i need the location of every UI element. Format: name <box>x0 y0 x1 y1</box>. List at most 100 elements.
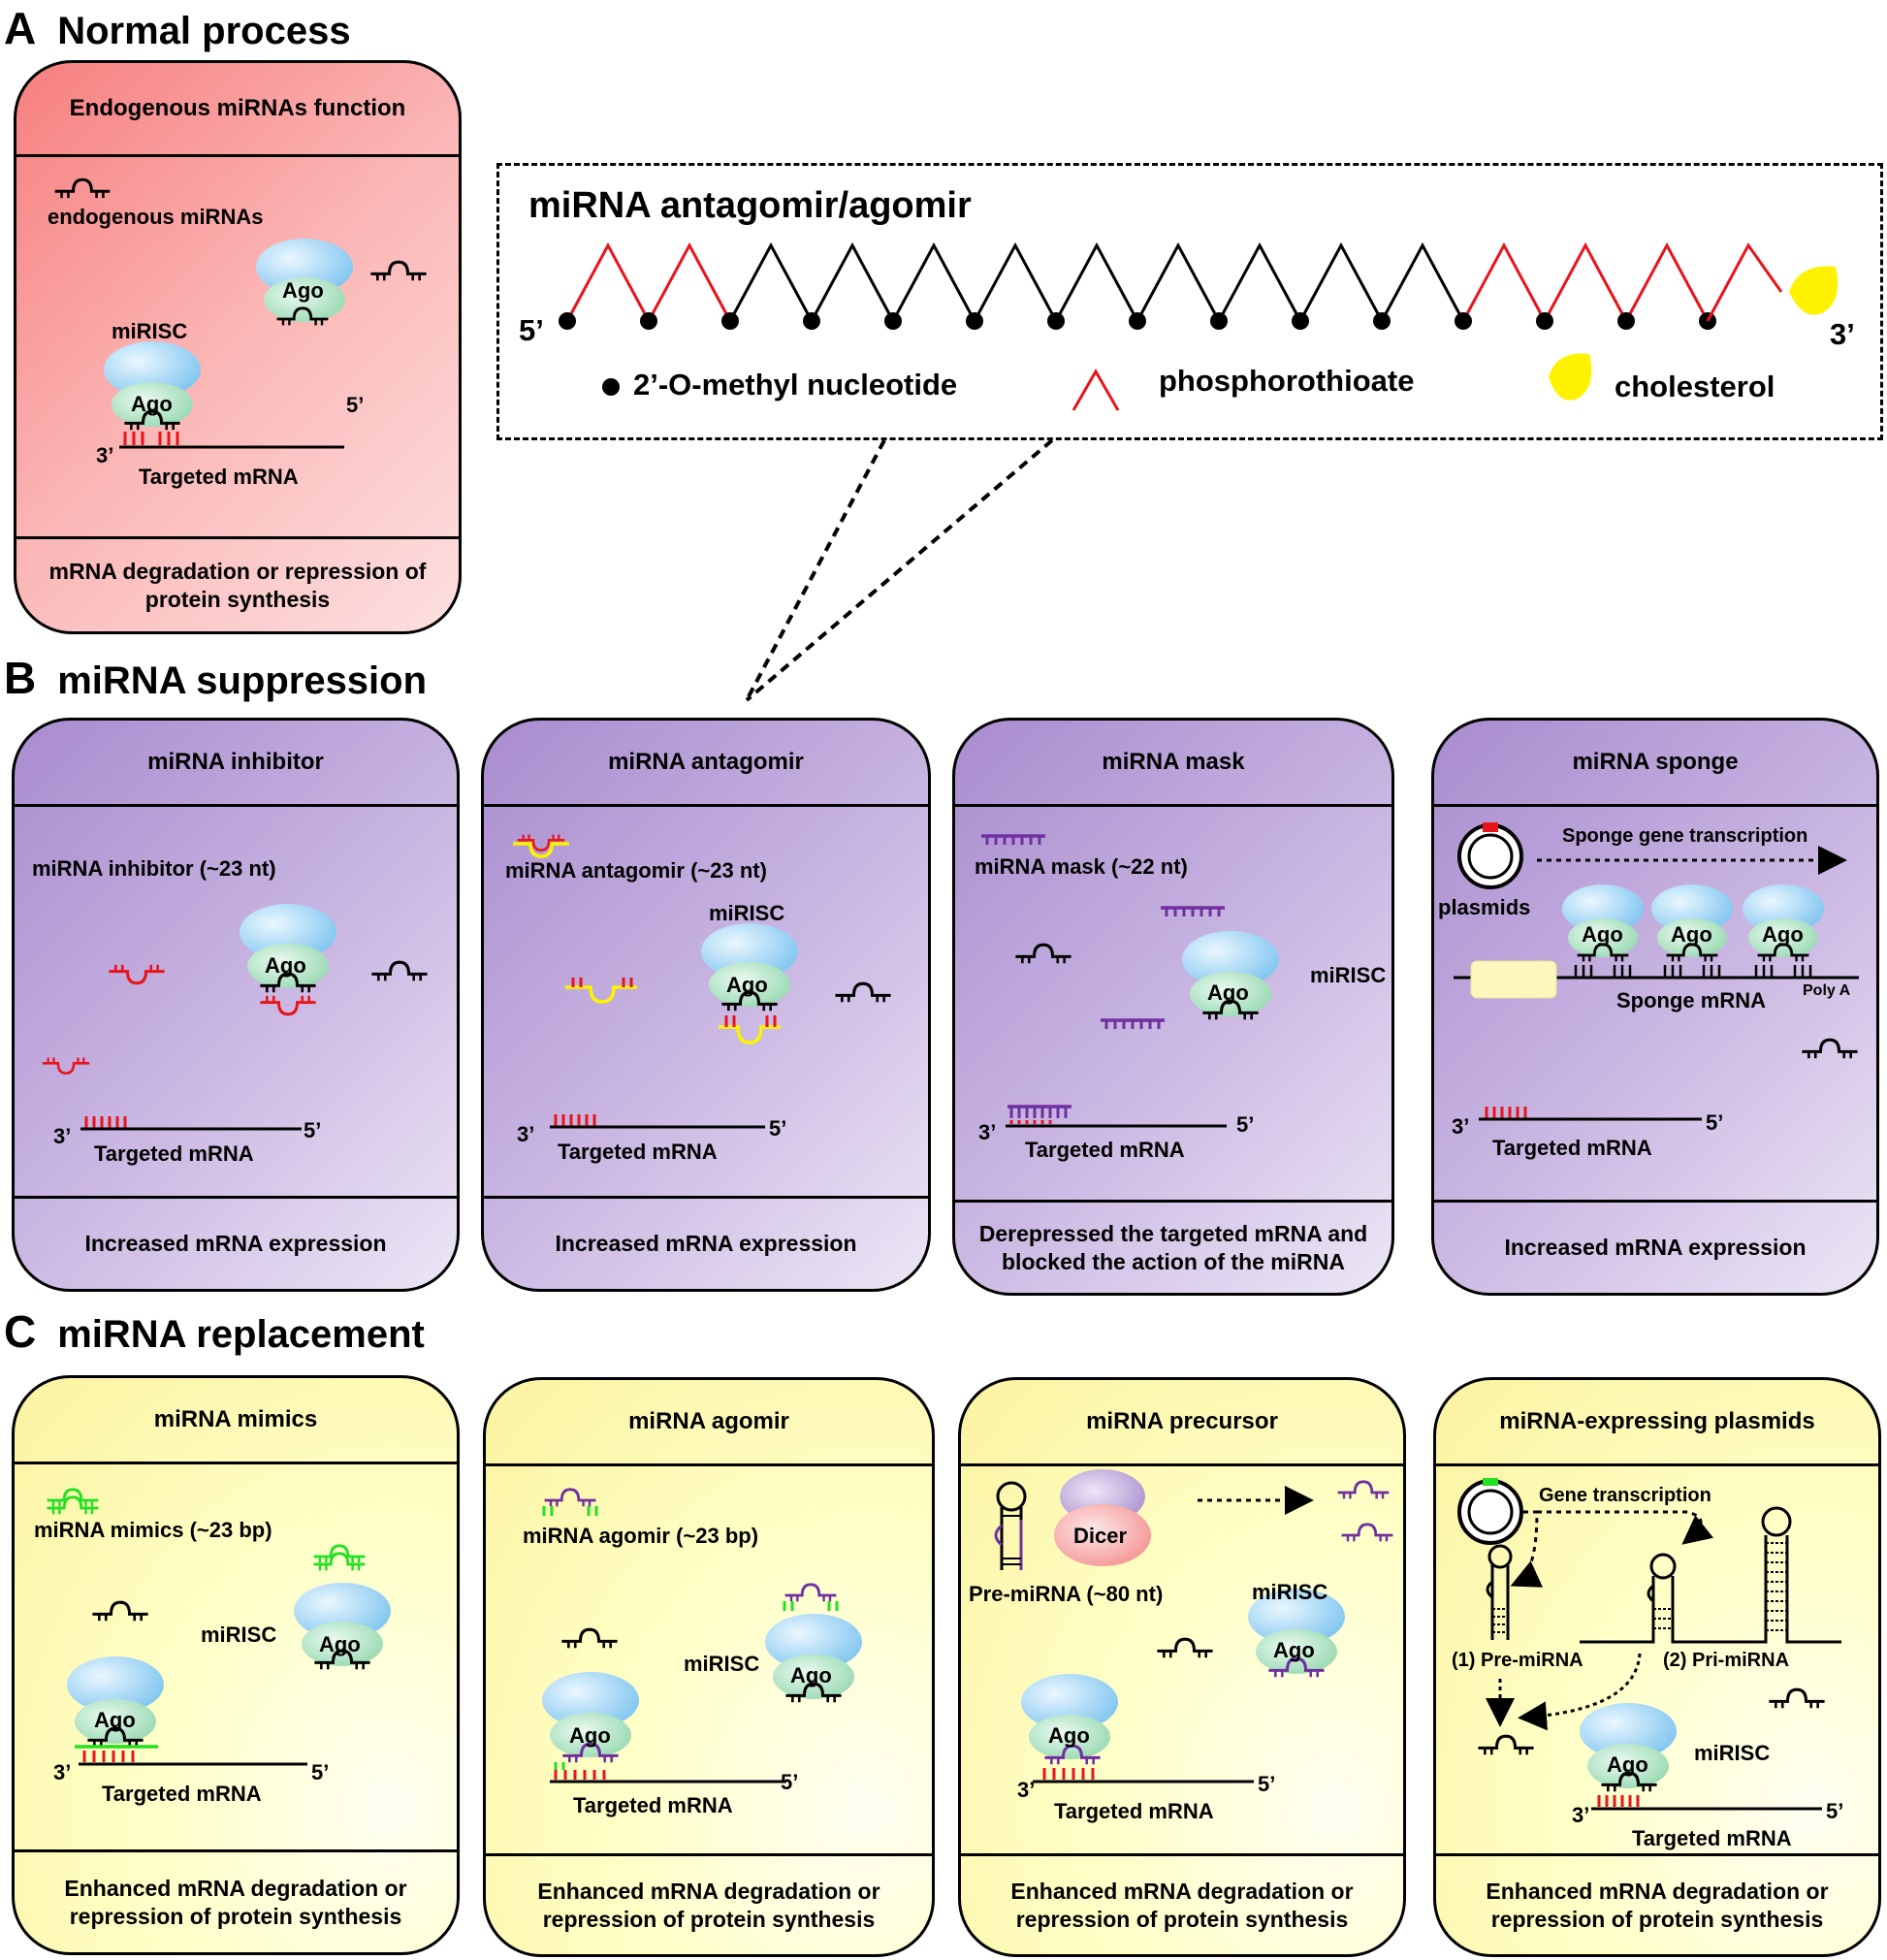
panel-outcome: Increased mRNA expression <box>15 1196 457 1289</box>
agomir-size-label: miRNA agomir (~23 bp) <box>523 1524 759 1548</box>
mimics-size-label: miRNA mimics (~23 bp) <box>34 1518 272 1542</box>
three-prime-label: 3’ <box>1452 1114 1470 1139</box>
ago-label: Ago <box>1582 922 1623 947</box>
mirna-mimics-panel: miRNA mimics miRNA mimics (~23 bp) miRIS… <box>12 1375 460 1955</box>
mirna-expressing-plasmids-panel: miRNA-expressing plasmids <box>1433 1377 1881 1957</box>
ago-complex <box>1562 884 1644 977</box>
panel-outcome: Enhanced mRNA degradation or repression … <box>1436 1853 1878 1954</box>
legend-dot-icon <box>602 378 620 396</box>
legend-cholesterol-label: cholesterol <box>1615 370 1775 403</box>
inhibitor-oligo-icon <box>107 962 167 985</box>
section-letter: B <box>4 653 37 703</box>
five-prime-label: 5’ <box>769 1116 787 1141</box>
methyl-nucleotide-dot <box>884 312 902 330</box>
five-prime-label: 5’ <box>1706 1110 1724 1135</box>
free-mirna-icon <box>368 260 429 282</box>
methyl-nucleotide-dot <box>640 312 657 330</box>
mirisc-label: miRISC <box>684 1652 760 1676</box>
targeted-mrna-label: Targeted mRNA <box>139 465 299 489</box>
antagomir-oligo-icon <box>565 978 637 1004</box>
phosphate-linkage <box>973 241 1058 322</box>
transcription-arrow <box>1537 1510 1714 1545</box>
mirisc-label: miRISC <box>112 319 188 343</box>
mirisc-label: miRISC <box>709 901 785 925</box>
three-prime-label: 3’ <box>1572 1803 1590 1827</box>
phosphate-linkage <box>647 241 732 322</box>
poly-a-label: Poly A <box>1803 982 1851 999</box>
ago-label: Ago <box>569 1723 611 1748</box>
three-prime-label: 3’ <box>978 1120 997 1144</box>
mirisc-complex <box>104 341 201 445</box>
targeted-mrna-label: Targeted mRNA <box>1632 1826 1792 1850</box>
panel-title: miRNA agomir <box>486 1380 932 1466</box>
mature-mirna-icon <box>1339 1523 1395 1544</box>
sponge-mrna-label: Sponge mRNA <box>1616 988 1766 1012</box>
mirisc-complex <box>701 923 798 1044</box>
targeted-mrna-label: Targeted mRNA <box>1025 1138 1185 1162</box>
ago-label: Ago <box>265 953 306 978</box>
phosphate-linkage <box>891 241 976 322</box>
section-letter: A <box>4 3 37 53</box>
plasmid-icon <box>1457 822 1523 889</box>
transcription-arrow <box>1510 1510 1544 1588</box>
ago-label: Ago <box>726 973 768 997</box>
five-prime-label: 5’ <box>519 313 544 347</box>
phosphate-linkage <box>565 241 651 322</box>
five-prime-label: 5’ <box>781 1770 799 1794</box>
three-prime-label: 3’ <box>1830 317 1855 351</box>
mirisc-complex <box>1182 931 1279 1021</box>
methyl-nucleotide-dot <box>1047 312 1065 330</box>
panel-outcome: Increased mRNA expression <box>1434 1200 1876 1293</box>
five-prime-label: 5’ <box>311 1760 330 1784</box>
phosphate-linkage <box>1543 241 1628 322</box>
endogenous-mirna-icon <box>53 177 112 200</box>
methyl-nucleotide-dot <box>1617 312 1635 330</box>
transcription-label: Gene transcription <box>1539 1485 1711 1506</box>
panel-outcome: Increased mRNA expression <box>484 1196 928 1289</box>
mirna-agomir-panel: miRNA agomir miRNA agomir (~23 bp) miRIS… <box>483 1377 935 1957</box>
panel-outcome: Derepressed the targeted mRNA and blocke… <box>955 1200 1391 1293</box>
antagomir-size-label: miRNA antagomir (~23 nt) <box>505 858 767 883</box>
phosphate-linkage <box>1461 241 1547 322</box>
mirna-antagomir-panel: miRNA antagomir miRNA antagomir (~23 nt)… <box>481 718 931 1292</box>
precursor-illustration <box>994 1469 1395 1783</box>
phosphate-linkage <box>1054 241 1139 322</box>
methyl-nucleotide-dot <box>966 312 983 330</box>
endogenous-mirnas-label: endogenous miRNAs <box>48 205 264 229</box>
plasmids-illustration <box>1457 1478 1841 1811</box>
ago-label: Ago <box>1048 1723 1090 1748</box>
phosphate-linkage <box>1298 241 1384 322</box>
free-mirna-icon <box>369 960 430 983</box>
legend-chevron-icon <box>1071 368 1120 411</box>
ago-label: Ago <box>1207 980 1249 1005</box>
ago-complex <box>256 239 353 327</box>
plasmids-label: plasmids <box>1438 895 1531 919</box>
phosphate-linkage <box>1706 242 1783 322</box>
five-prime-label: 5’ <box>1258 1772 1276 1796</box>
ago-complex <box>1743 884 1824 977</box>
processing-arrow <box>1518 1653 1642 1731</box>
section-title: miRNA replacement <box>57 1313 425 1356</box>
phosphate-linkage <box>1135 241 1221 322</box>
ago-complex <box>1651 884 1733 977</box>
mask-size-label: miRNA mask (~22 nt) <box>975 854 1188 879</box>
three-prime-label: 3’ <box>1017 1778 1036 1802</box>
cholesterol-icon <box>1789 266 1839 315</box>
plasmid-icon <box>1457 1478 1523 1545</box>
mirisc-complex <box>1248 1589 1345 1679</box>
targeted-mrna-label: Targeted mRNA <box>94 1141 254 1166</box>
targeted-mrna-label: Targeted mRNA <box>1492 1136 1652 1160</box>
section-letter: C <box>4 1306 37 1357</box>
three-prime-label: 3’ <box>53 1124 72 1148</box>
callout-title: miRNA antagomir/agomir <box>528 185 972 226</box>
pre-mirna-hairpin-icon <box>994 1481 1027 1570</box>
targeted-mrna-label: Targeted mRNA <box>1054 1799 1214 1823</box>
ago-label: Ago <box>1671 922 1712 947</box>
mimics-illustration <box>45 1488 391 1766</box>
mask-oligo-icon <box>1159 906 1227 918</box>
panel-title: miRNA mask <box>955 721 1391 807</box>
methyl-nucleotide-dot <box>1129 312 1146 330</box>
mirna-precursor-panel: miRNA precursor Dicer Pre- <box>958 1377 1406 1957</box>
